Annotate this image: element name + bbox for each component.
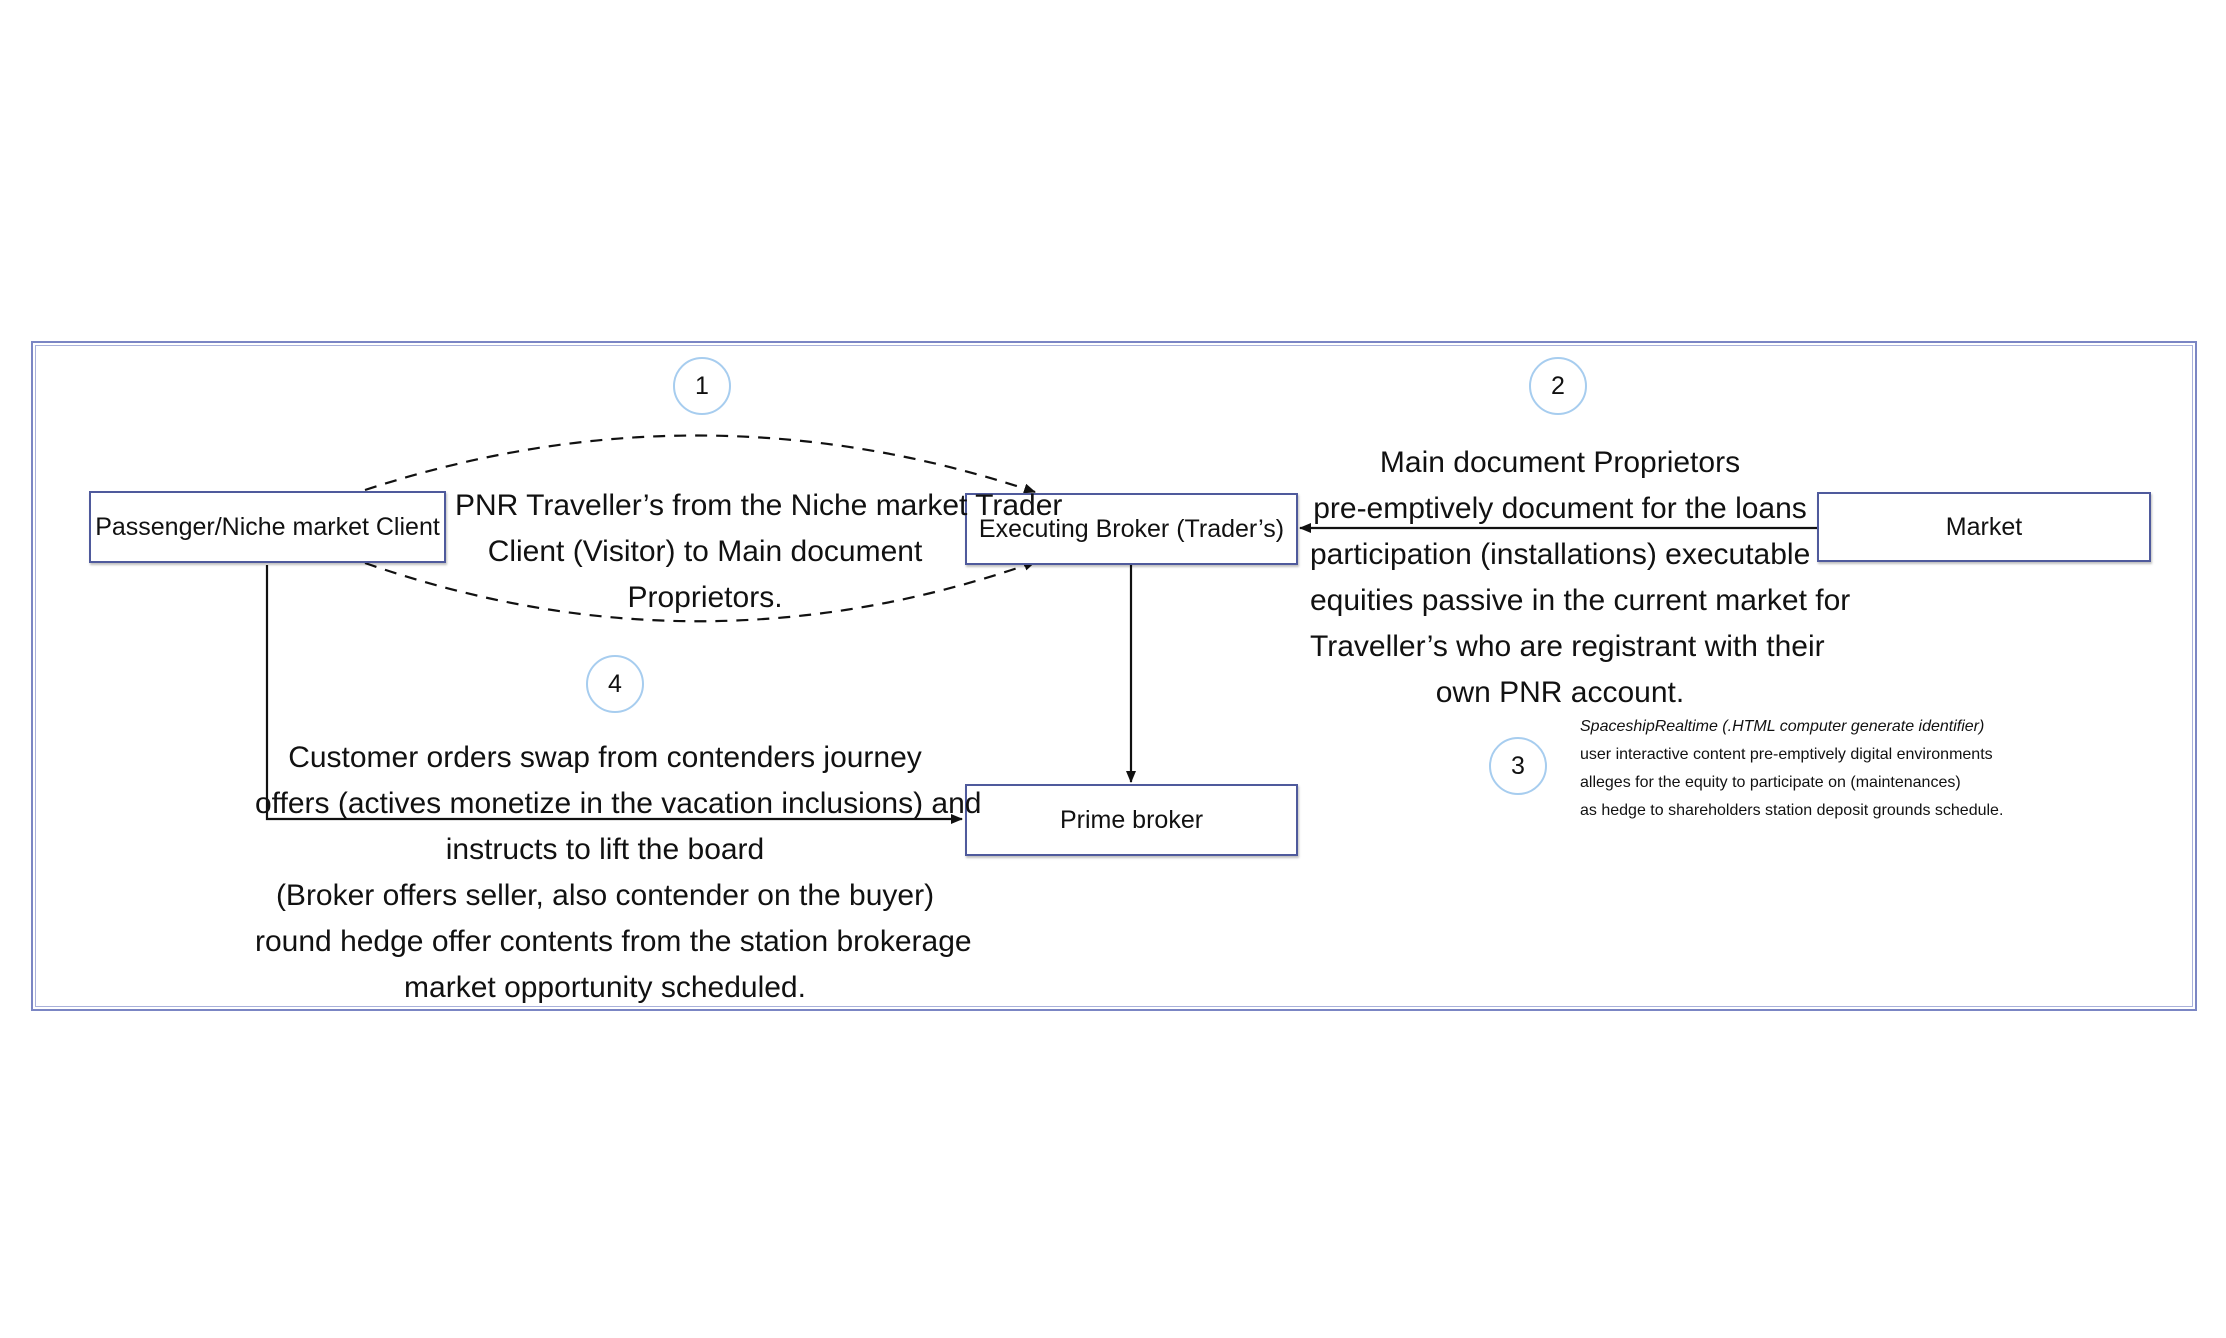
step3-description: SpaceshipRealtime (.HTML computer genera… xyxy=(1580,713,2140,825)
step-badge-1-label: 1 xyxy=(695,371,709,400)
step1-description: PNR Traveller’s from the Niche market Tr… xyxy=(455,483,1063,621)
step-badge-3: 3 xyxy=(1489,737,1547,795)
node-prime-broker: Prime broker xyxy=(965,784,1298,856)
diagram-frame-inner xyxy=(35,345,2193,1007)
step2-line: Traveller’s who are registrant with thei… xyxy=(1310,630,1825,663)
dashed-arrow-bottom xyxy=(364,560,1036,623)
step-badge-1: 1 xyxy=(673,357,731,415)
step-badge-4: 4 xyxy=(586,655,644,713)
step4-line: market opportunity scheduled. xyxy=(404,971,806,1004)
step2-description: Main document Proprietors pre-emptively … xyxy=(1310,440,1851,716)
step2-line: Main document Proprietors xyxy=(1379,446,1741,479)
step4-line: Customer orders swap from contenders jou… xyxy=(288,741,922,774)
step4-line: (Broker offers seller, also contender on… xyxy=(275,879,935,912)
step3-line: SpaceshipRealtime (.HTML computer genera… xyxy=(1580,718,1985,735)
step4-line: instructs to lift the board xyxy=(445,833,765,866)
step-badge-2: 2 xyxy=(1529,357,1587,415)
step4-description: Customer orders swap from contenders jou… xyxy=(255,735,982,1011)
node-client: Passenger/Niche market Client xyxy=(89,491,446,563)
node-executing-broker: Executing Broker (Trader’s) xyxy=(965,493,1298,565)
step1-line: PNR Traveller’s from the Niche market Tr… xyxy=(455,489,1063,522)
node-market: Market xyxy=(1817,492,2151,562)
diagram-frame xyxy=(31,341,2197,1011)
step4-line: offers (actives monetize in the vacation… xyxy=(255,787,982,820)
step4-line: round hedge offer contents from the stat… xyxy=(255,925,972,958)
step-badge-3-label: 3 xyxy=(1511,751,1525,780)
step2-line: own PNR account. xyxy=(1435,676,1685,709)
step2-line: participation (installations) executable xyxy=(1310,538,1811,571)
step-badge-4-label: 4 xyxy=(608,669,622,698)
step3-line: alleges for the equity to participate on… xyxy=(1580,774,1961,791)
step2-line: equities passive in the current market f… xyxy=(1310,584,1851,617)
node-prime-broker-label: Prime broker xyxy=(1059,805,1204,834)
step1-line: Proprietors. xyxy=(627,581,783,614)
node-executing-broker-label: Executing Broker (Trader’s) xyxy=(978,514,1285,543)
step1-line: Client (Visitor) to Main document xyxy=(487,535,923,568)
step-badge-2-label: 2 xyxy=(1551,371,1565,400)
step3-line: as hedge to shareholders station deposit… xyxy=(1580,802,2004,819)
arrow-client-to-prime-broker xyxy=(265,565,963,824)
dashed-arrow-top xyxy=(364,434,1036,494)
node-client-label: Passenger/Niche market Client xyxy=(95,512,440,541)
node-market-label: Market xyxy=(1945,512,2023,541)
step3-line: user interactive content pre-emptively d… xyxy=(1580,746,1993,763)
step2-line: pre-emptively document for the loans xyxy=(1313,492,1807,525)
